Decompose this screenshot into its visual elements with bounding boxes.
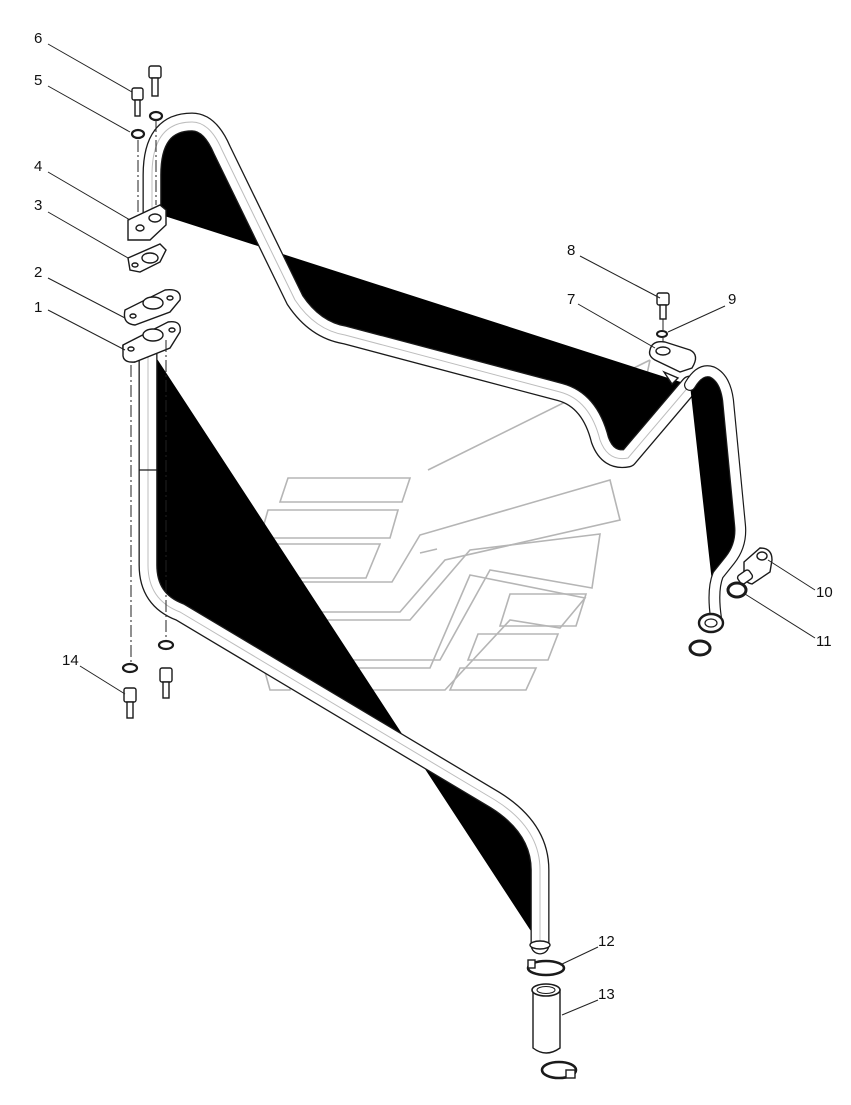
clamp-12-upper: [526, 959, 566, 977]
callout-labels: 1 2 3 4 5 6 7 8 9 10 11 12 13 14: [34, 30, 833, 1003]
assembly-axes: [130, 120, 664, 662]
washer-5-right: [148, 110, 164, 122]
washer-11-lower: [688, 639, 712, 657]
washer-11: [726, 581, 748, 599]
bolt-6-right: [148, 65, 162, 97]
right-tube: [690, 371, 740, 618]
flange-1: [122, 321, 181, 363]
banjo-bolt-10: [736, 547, 773, 585]
callout-8: 8: [567, 242, 575, 259]
washer-9: [656, 330, 668, 338]
leader-lines: [47, 43, 816, 1016]
bolt-6-left: [131, 87, 144, 117]
bolt-8: [656, 292, 670, 320]
callout-9: 9: [728, 291, 736, 308]
washer-5-left: [130, 128, 146, 140]
hose-13: [531, 983, 561, 1054]
callout-13: 13: [598, 986, 615, 1003]
callout-2: 2: [34, 264, 42, 281]
bracket-7: [648, 340, 697, 386]
callout-5: 5: [34, 72, 42, 89]
clamp-13-lower: [540, 1060, 578, 1080]
callout-11: 11: [816, 633, 832, 650]
callout-12: 12: [598, 933, 615, 950]
washer-14-left: [121, 662, 139, 674]
callout-3: 3: [34, 197, 42, 214]
washer-14-right: [157, 639, 175, 651]
callout-10: 10: [816, 584, 833, 601]
gasket-2: [123, 289, 181, 326]
bolt-14-right: [159, 667, 173, 699]
callout-14: 14: [62, 652, 79, 669]
bolt-14-left: [123, 687, 137, 719]
banjo-fitting: [697, 612, 725, 634]
lower-pipe: [139, 345, 551, 949]
upper-pipe: [152, 122, 690, 459]
gasket-3: [127, 243, 167, 273]
callout-4: 4: [34, 158, 42, 175]
flange-4: [127, 204, 167, 241]
callout-6: 6: [34, 30, 42, 47]
callout-7: 7: [567, 291, 575, 308]
callout-1: 1: [34, 299, 42, 316]
